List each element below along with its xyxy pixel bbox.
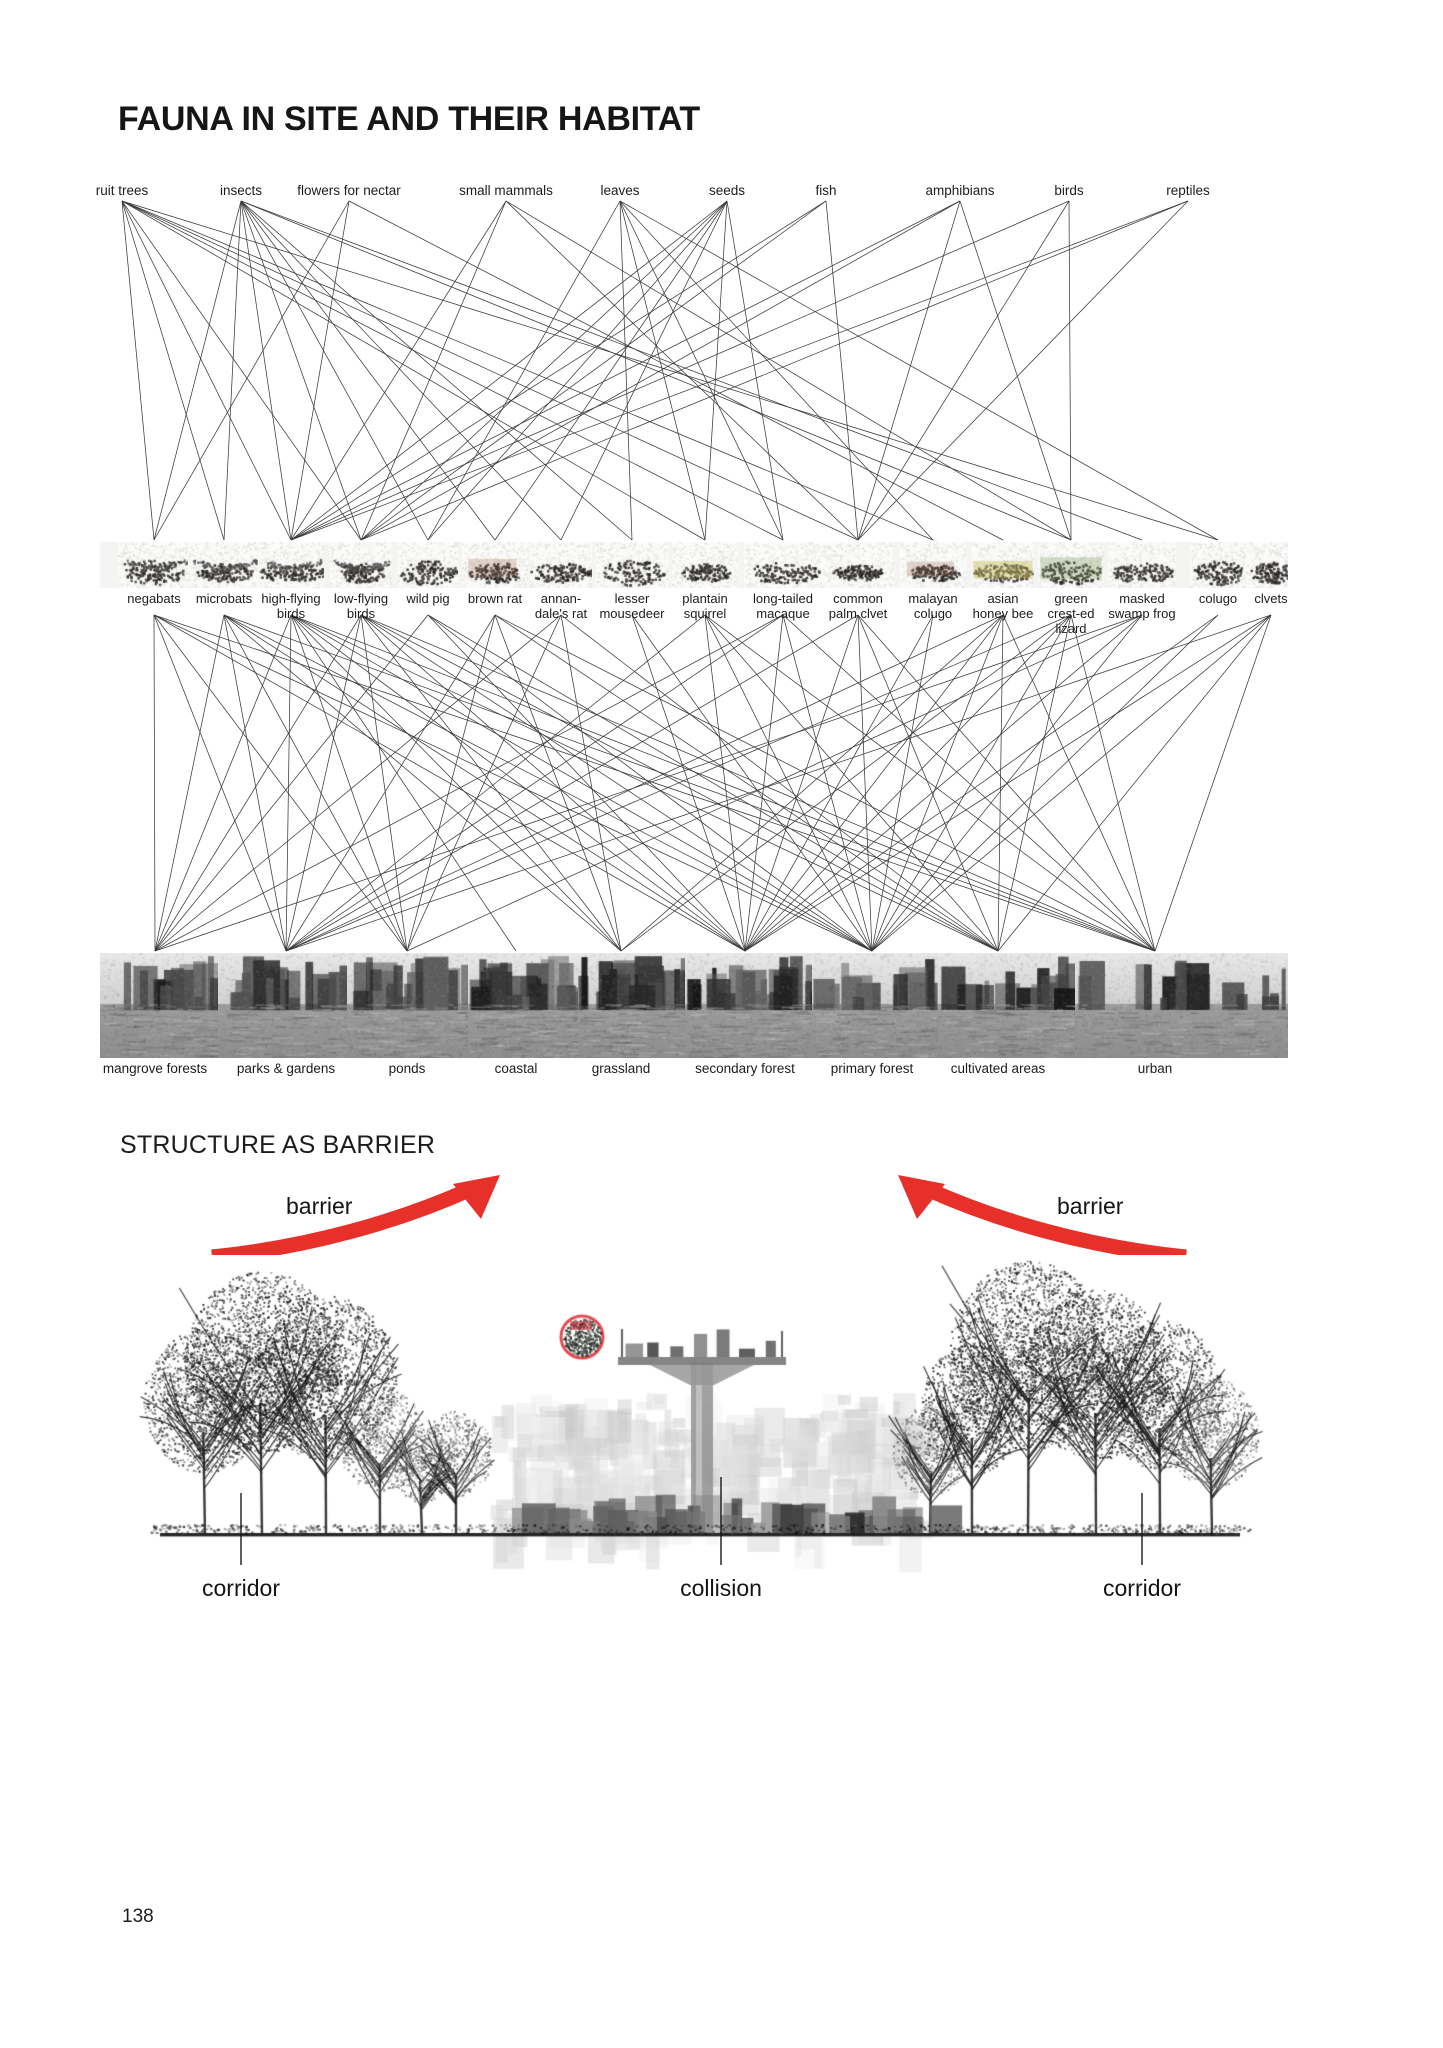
habitat-thumbnail [1075, 953, 1288, 1058]
animal-thumbnail [900, 542, 966, 588]
collision-label: collision [680, 1575, 762, 1601]
habitat-label: ponds [388, 1061, 426, 1076]
barrier-section-heading: STRUCTURE AS BARRIER [120, 1131, 436, 1159]
habitat-thumbnail [812, 953, 938, 1058]
habitat-thumbnail [938, 953, 1075, 1058]
animal-thumbnail [118, 542, 190, 588]
animal-thumbnail [972, 542, 1034, 588]
food-source-label: amphibians [925, 183, 995, 198]
animal-thumbnail [1246, 542, 1288, 588]
barrier-arrows [211, 1175, 1187, 1265]
habitat-label: urban [1137, 1061, 1173, 1076]
habitat-label: cultivated areas [950, 1061, 1046, 1076]
animal-label: colugo [1198, 591, 1238, 606]
animal-thumbnail [672, 542, 738, 588]
habitat-label: grassland [591, 1061, 651, 1076]
food-source-label: fish [815, 183, 837, 198]
habitat-thumbnail [578, 953, 685, 1058]
habitat-label: coastal [494, 1061, 538, 1076]
animal-label: annan-​dale's rat [534, 591, 588, 621]
animal-thumbnail [1190, 542, 1246, 588]
animal-label: low-​flying birds [333, 591, 389, 621]
corridor-label-right: corridor [1103, 1575, 1181, 1601]
animal-label: long-​tailed macaque [753, 591, 813, 621]
animal-label: asian honey bee [972, 591, 1034, 621]
habitat-thumbnail [347, 953, 468, 1058]
food-source-label: birds [1054, 183, 1084, 198]
habitat-label: primary forest [830, 1061, 914, 1076]
barrier-diagram: barrier barrier corridor collision corri… [100, 1175, 1300, 1635]
food-web-links [121, 200, 1272, 952]
animal-thumbnail [462, 542, 528, 588]
food-source-label: small mammals [459, 183, 553, 198]
animal-label: negabats [127, 591, 181, 606]
food-web-diagram: ruit trees insects flowers for nectar small… [96, 163, 1288, 1083]
animal-thumbnail [596, 542, 668, 588]
habitat-label: mangrove forests [102, 1061, 208, 1076]
animal-label-row: negabats microbats high-​flying birds low-​… [100, 591, 1288, 636]
habitat-label-row: mangrove forests parks & gardens ponds coas… [100, 1061, 1288, 1095]
animal-thumbnail [258, 542, 324, 588]
animal-label: plantain squirrel [682, 591, 728, 621]
food-source-label: ruit trees [95, 183, 149, 198]
animal-thumbnail [530, 542, 592, 588]
animal-label: wild pig [406, 591, 450, 606]
corridor-label-left: corridor [202, 1575, 280, 1601]
animal-thumbnail [744, 542, 822, 588]
food-source-label: reptiles [1166, 183, 1210, 198]
habitat-label: parks & gardens [236, 1061, 336, 1076]
animal-thumbnail [1038, 542, 1104, 588]
food-source-label: seeds [708, 183, 746, 198]
barrier-label-left: barrier [286, 1193, 353, 1219]
skyline-section-illustration [130, 1255, 1270, 1575]
food-source-label: flowers for nectar [297, 183, 401, 198]
animal-label: brown rat [467, 591, 523, 606]
animal-label: masked swamp frog [1108, 591, 1176, 621]
animal-label: green crest-​ed lizard [1047, 591, 1095, 636]
animal-thumbnail [188, 542, 260, 588]
animal-label: lesser mousedeer [599, 591, 665, 621]
habitat-thumbnail [685, 953, 812, 1058]
animal-thumbnail [1108, 542, 1176, 588]
animal-label: clvets [1254, 591, 1288, 606]
food-source-label: insects [219, 183, 263, 198]
barrier-label-right: barrier [1057, 1193, 1124, 1219]
animal-photo-strip [100, 542, 1288, 588]
animal-label: high-​flying birds [261, 591, 321, 621]
habitat-thumbnail [218, 953, 347, 1058]
animal-thumbnail [398, 542, 458, 588]
page-number: 138 [122, 1906, 154, 1927]
page-title: FAUNA IN SITE AND THEIR HABITAT [118, 100, 700, 138]
leader-lines [240, 1477, 1143, 1565]
food-source-label: leaves [600, 183, 640, 198]
animal-thumbnail [330, 542, 392, 588]
habitat-photo-strip [100, 953, 1288, 1058]
animal-thumbnail [822, 542, 894, 588]
animal-label: microbats [195, 591, 253, 606]
habitat-thumbnail [468, 953, 578, 1058]
animal-label: malayan colugo [908, 591, 958, 621]
food-source-label-row: ruit trees insects flowers for nectar small… [96, 183, 1288, 217]
animal-label: common palm clvet [828, 591, 888, 621]
habitat-thumbnail [100, 953, 218, 1058]
habitat-label: secondary forest [695, 1061, 795, 1076]
